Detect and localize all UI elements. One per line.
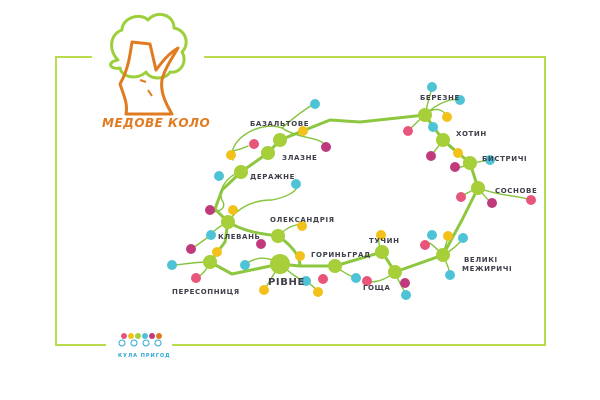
town-node[interactable] xyxy=(221,215,235,229)
town-node[interactable] xyxy=(375,245,389,259)
town-label: СОСНОВЕ xyxy=(495,187,537,195)
town-label: ЗЛАЗНЕ xyxy=(282,154,317,162)
town-node[interactable] xyxy=(261,146,275,160)
logo-backdrop xyxy=(92,8,204,132)
town-node[interactable] xyxy=(436,248,450,262)
logo-title: МЕДОВЕ КОЛО xyxy=(102,116,210,130)
town-label: ПЕРЕСОПНИЦЯ xyxy=(172,288,240,296)
town-node[interactable] xyxy=(328,259,342,273)
town-label: ТУЧИН xyxy=(369,237,400,245)
map-frame xyxy=(55,56,546,346)
town-label: ДЕРАЖНЕ xyxy=(250,173,295,181)
town-node[interactable] xyxy=(273,133,287,147)
town-label: РІВНЕ xyxy=(268,277,305,288)
town-node[interactable] xyxy=(271,229,285,243)
club-logo-icon xyxy=(118,333,162,347)
town-node[interactable] xyxy=(471,181,485,195)
town-label: ГОРИНЬГРАД xyxy=(311,251,371,259)
town-node[interactable] xyxy=(436,133,450,147)
accent-dots xyxy=(167,82,536,300)
town-label: БАЗАЛЬТОВЕ xyxy=(250,120,309,128)
club-backdrop xyxy=(106,326,172,366)
town-node[interactable] xyxy=(418,108,432,122)
town-node[interactable] xyxy=(388,265,402,279)
club-title: КУЛА ПРИГОД xyxy=(118,353,171,359)
tree-logo-icon xyxy=(109,12,188,116)
town-node[interactable] xyxy=(270,254,290,274)
town-label: ОЛЕКСАНДРІЯ xyxy=(270,216,335,224)
town-label: БИСТРИЧІ xyxy=(482,155,527,163)
town-label: ВЕЛИКІ xyxy=(464,256,498,264)
town-node[interactable] xyxy=(463,156,477,170)
town-label: БЕРЕЗНЕ xyxy=(420,94,460,102)
town-node[interactable] xyxy=(234,165,248,179)
town-node[interactable] xyxy=(203,255,217,269)
town-label: ГОЩА xyxy=(363,284,391,292)
town-label: КЛЕВАНЬ xyxy=(218,233,260,241)
town-label: ХОТИН xyxy=(456,130,487,138)
town-label: МЕЖИРИЧІ xyxy=(462,265,512,273)
